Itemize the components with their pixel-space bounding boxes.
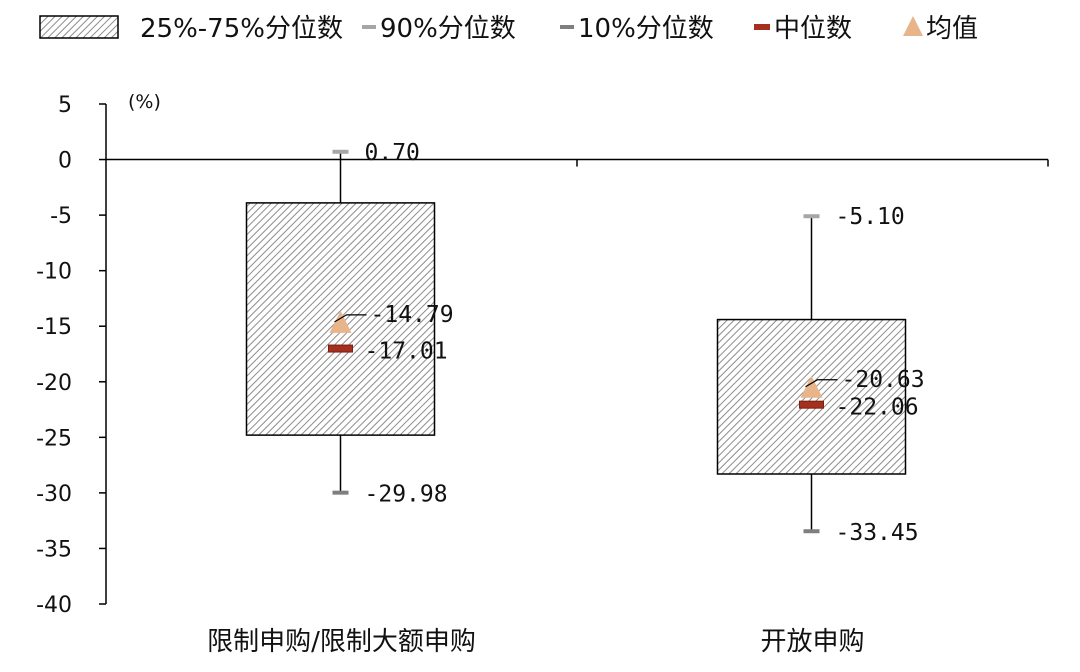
- p90-value-label: 0.70: [365, 140, 420, 166]
- legend-box-swatch: [39, 15, 119, 39]
- y-tick-label: -40: [36, 593, 72, 618]
- y-tick-label: -25: [36, 426, 72, 451]
- mean-leader-line: [805, 379, 838, 388]
- legend-median-label: 中位数: [774, 14, 852, 44]
- p10-value-label: -29.98: [365, 482, 448, 508]
- y-tick-label: -15: [36, 315, 72, 340]
- y-tick-label: 5: [58, 93, 72, 118]
- x-axis: 限制申购/限制大额申购 开放申购: [106, 158, 1049, 657]
- mean-value-label: -14.79: [371, 302, 454, 328]
- legend-mean-label: 均值: [926, 14, 978, 44]
- p10-value-label: -33.45: [836, 520, 919, 546]
- y-tick-label: -10: [36, 260, 72, 285]
- y-tick-label: -20: [36, 371, 72, 396]
- legend-p90-label: 90%分位数: [380, 14, 516, 44]
- mean-value-label: -20.63: [842, 367, 925, 393]
- median-value-label: -22.06: [836, 395, 919, 421]
- legend: 25%-75%分位数 90%分位数 10%分位数 中位数 均值: [39, 14, 978, 44]
- mean-marker: [329, 310, 352, 333]
- mean-marker: [800, 375, 823, 398]
- y-tick-label: -35: [36, 537, 72, 562]
- median-value-label: -17.01: [365, 339, 448, 365]
- x-category-label: 限制申购/限制大额申购: [207, 627, 476, 657]
- y-unit-label: (%): [128, 91, 161, 113]
- box-group: 0.70 -14.79 -17.01 -29.98: [245, 140, 454, 508]
- x-category-label: 开放申购: [760, 627, 864, 657]
- y-tick-label: -30: [36, 482, 72, 507]
- y-tick-label: -5: [50, 204, 72, 229]
- median-marker: [799, 400, 824, 409]
- median-marker: [328, 344, 353, 353]
- legend-p10-label: 10%分位数: [578, 14, 714, 44]
- y-tick-label: 0: [58, 149, 72, 174]
- legend-mean-icon: [903, 16, 923, 36]
- y-axis: 5 0 -5 -10 -15 -20 -25 -30 -35 -40: [36, 93, 107, 618]
- mean-leader-line: [334, 314, 367, 323]
- legend-median-swatch: [754, 24, 770, 30]
- plot-area: 0.70-14.79-17.01-29.98-5.10-20.63-22.06-…: [245, 140, 925, 546]
- box-group: -5.10 -20.63-22.06 -33.45: [716, 204, 925, 546]
- legend-box-label: 25%-75%分位数: [140, 14, 343, 44]
- p90-value-label: -5.10: [836, 204, 905, 230]
